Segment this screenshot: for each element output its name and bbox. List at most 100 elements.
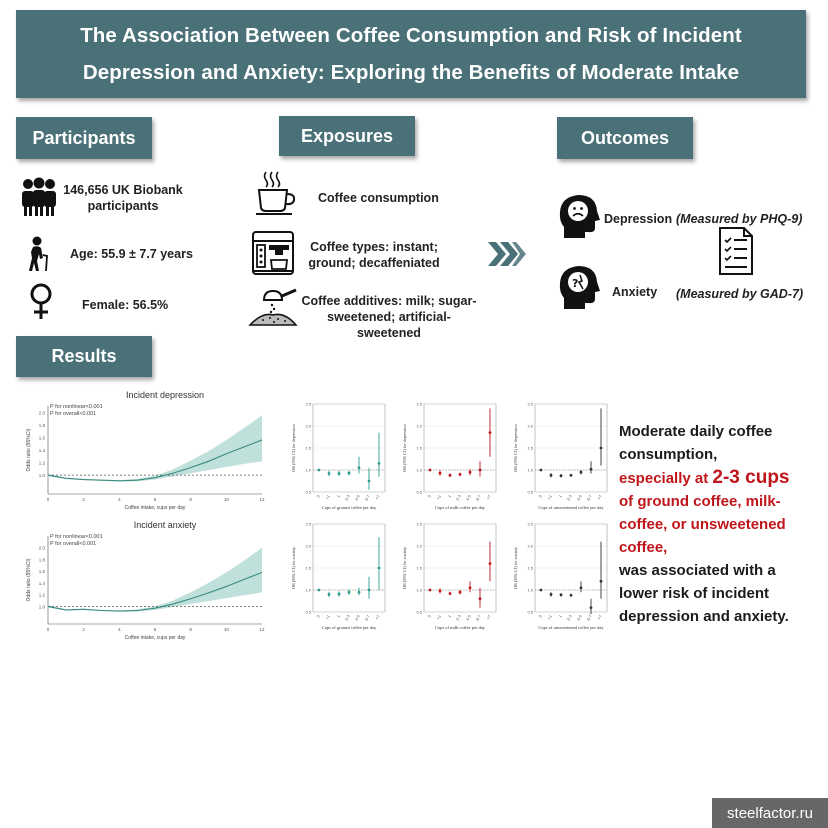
point-estimate [468, 470, 472, 474]
y-tick-label: 0.5 [527, 490, 533, 495]
y-tick-label: 1.6 [39, 435, 46, 440]
x-tick-label: 6-7 [586, 613, 594, 621]
point-estimate [539, 468, 543, 472]
point-estimate [438, 471, 442, 475]
chart-annotation: P for overall<0.001 [50, 411, 96, 417]
x-tick-label: 4-5 [354, 493, 362, 501]
x-tick-label: 12 [259, 497, 265, 502]
point-estimate [428, 468, 432, 472]
title-banner: The Association Between Coffee Consumpti… [16, 10, 806, 98]
x-tick-label: 0 [47, 497, 50, 502]
point-estimate [569, 593, 573, 597]
point-estimate [589, 606, 593, 609]
y-tick-label: 2.5 [416, 402, 422, 407]
y-tick-label: 0.5 [416, 610, 422, 615]
coffee-machine-icon [250, 229, 296, 277]
y-tick-label: 1.5 [527, 566, 533, 571]
conclusion-line-2: especially at 2-3 cups [619, 466, 804, 490]
conclusion-line-1: Moderate daily coffee consumption, [619, 423, 773, 463]
participants-age: Age: 55.9 ± 7.7 years [70, 247, 193, 261]
chart-title: Incident anxiety [134, 520, 197, 530]
x-tick-label: 2-3 [344, 613, 352, 621]
y-tick-label: 0.5 [305, 610, 311, 615]
conclusion-line-3: of ground coffee, milk-coffee, or unswee… [619, 493, 786, 556]
y-tick-label: 1.8 [39, 423, 46, 428]
point-estimate [377, 566, 381, 570]
coffee-cup-icon [254, 170, 298, 216]
y-tick-label: 1.0 [416, 468, 422, 473]
point-estimate [488, 431, 492, 434]
y-axis-label: OR (95% CI) for depression [513, 423, 518, 471]
y-tick-label: 1.6 [39, 569, 46, 574]
ci-band [48, 415, 262, 482]
y-tick-label: 1.0 [305, 468, 311, 473]
y-tick-label: 2.0 [39, 546, 46, 551]
or-curve [47, 571, 263, 612]
point-estimate [478, 597, 482, 601]
x-tick-label: 6 [154, 497, 157, 502]
title-line-2: Depression and Anxiety: Exploring the Be… [82, 61, 740, 84]
elderly-person-icon [26, 236, 52, 272]
y-tick-label: 2.0 [305, 424, 311, 429]
y-axis-label: Odds ratio (95%CI) [26, 428, 32, 471]
questionnaire-icon [716, 226, 756, 276]
y-tick-label: 2.0 [527, 424, 533, 429]
x-tick-label: 1 [446, 493, 452, 498]
y-tick-label: 1.0 [39, 473, 46, 478]
outcome-depression-measure: (Measured by PHQ-9) [676, 212, 803, 226]
x-tick-label: 8 [189, 627, 192, 632]
x-tick-label: 4 [118, 627, 121, 632]
x-tick-label: 6 [154, 627, 157, 632]
x-tick-label: <1 [324, 613, 331, 620]
x-tick-label: 2-3 [566, 493, 574, 501]
point-estimate [579, 470, 583, 474]
x-axis-label: Cups of milk coffee per day [435, 505, 486, 510]
exposure-additives: Coffee additives: milk; sugar-sweetened;… [301, 294, 477, 340]
x-tick-label: 0 [315, 613, 321, 618]
point-estimate [367, 479, 371, 483]
point-estimate [317, 588, 321, 592]
outcome-depression: Depression [604, 212, 673, 226]
y-tick-label: 1.0 [527, 468, 533, 473]
y-tick-label: 0.5 [527, 610, 533, 615]
chart-annotation: P for overall<0.001 [50, 541, 96, 547]
x-axis-label: Cups of milk coffee per day [435, 625, 486, 630]
conclusion-line-4: was associated with a lower risk of inci… [619, 562, 789, 625]
y-tick-label: 1.5 [305, 446, 311, 451]
point-estimate [428, 588, 432, 592]
point-estimate [458, 590, 462, 594]
y-tick-label: 2.5 [527, 402, 533, 407]
sad-head-icon [558, 193, 600, 239]
y-tick-label: 1.0 [527, 588, 533, 593]
x-tick-label: <1 [435, 613, 442, 620]
y-tick-label: 1.2 [39, 593, 46, 598]
participants-header: Participants [16, 117, 152, 159]
x-tick-label: >7 [374, 493, 381, 500]
x-tick-label: 2-3 [566, 613, 574, 621]
conclusion-emphasis-prefix: especially at [619, 470, 713, 487]
x-tick-label: 0 [426, 493, 432, 498]
x-axis-label: Cups of unsweetened coffee per day [538, 505, 604, 510]
x-tick-label: 4-5 [576, 493, 584, 501]
x-tick-label: 1 [557, 613, 563, 618]
x-tick-label: 4-5 [576, 613, 584, 621]
point-estimate [347, 471, 351, 475]
y-tick-label: 1.5 [416, 566, 422, 571]
x-tick-label: >7 [596, 613, 603, 620]
conclusion-text: Moderate daily coffee consumption, espec… [619, 420, 804, 628]
point-estimate [579, 586, 583, 590]
point-estimate [599, 446, 603, 450]
point-estimate [559, 593, 563, 597]
x-tick-label: <1 [546, 493, 553, 500]
point-estimate [478, 468, 482, 472]
x-tick-label: 8 [189, 497, 192, 502]
point-estimate [377, 462, 381, 465]
point-estimate [599, 579, 603, 583]
x-tick-label: 1 [335, 613, 341, 618]
point-estimate [347, 590, 351, 594]
x-tick-label: 12 [259, 627, 265, 632]
